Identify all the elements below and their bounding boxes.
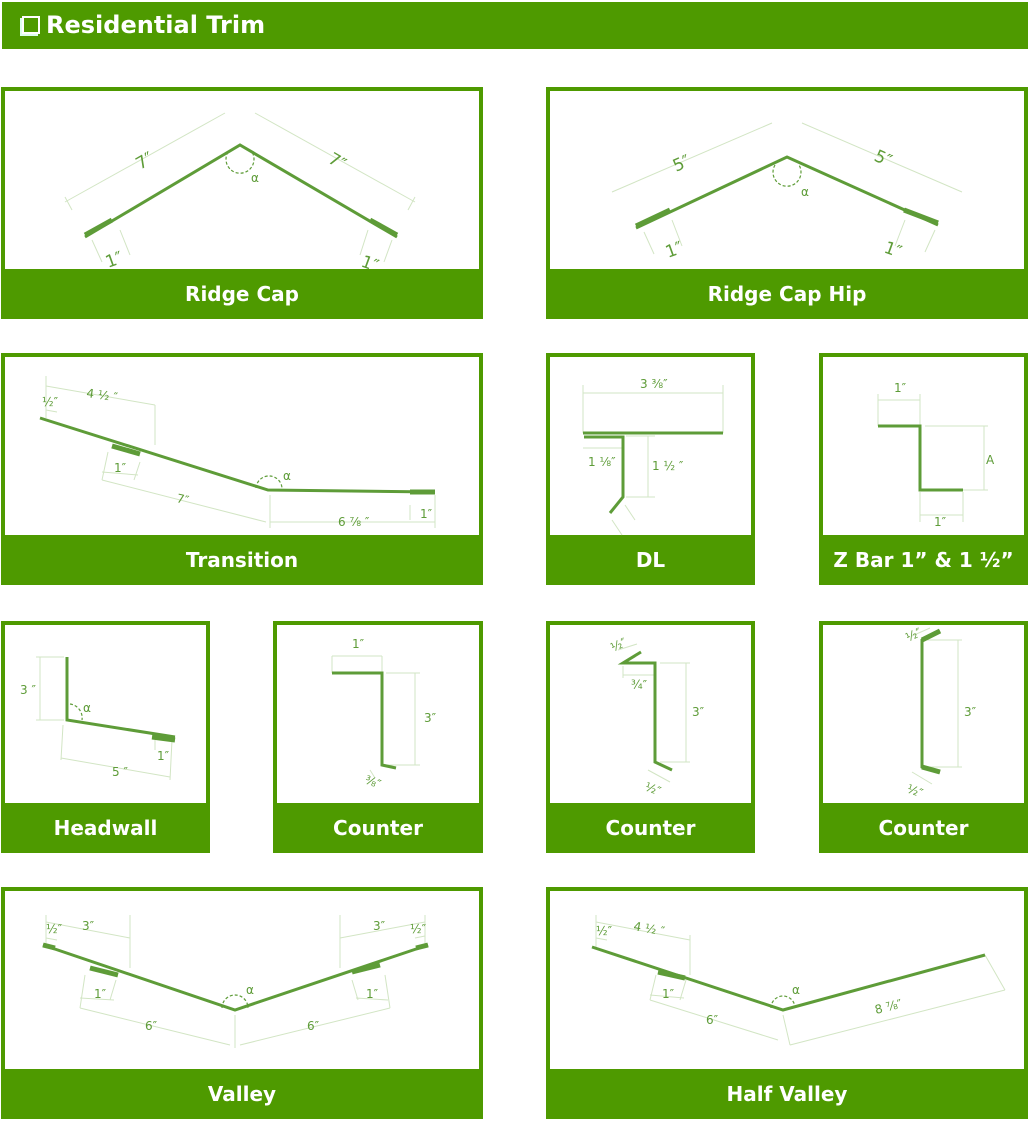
- card-label: DL: [546, 535, 755, 585]
- card-valley[interactable]: Valley: [1, 887, 483, 1119]
- card-label: Counter: [819, 803, 1028, 853]
- section-title: Residential Trim: [46, 11, 266, 39]
- card-label: Counter: [273, 803, 483, 853]
- card-counter-3[interactable]: Counter: [819, 621, 1028, 853]
- card-label: Z Bar 1” & 1 ½”: [819, 535, 1028, 585]
- section-header: Residential Trim: [2, 2, 1028, 49]
- card-counter-1[interactable]: Counter: [273, 621, 483, 853]
- card-half-valley[interactable]: Half Valley: [546, 887, 1028, 1119]
- card-transition[interactable]: Transition: [1, 353, 483, 585]
- checkbox-icon: [22, 16, 40, 34]
- card-label: Headwall: [1, 803, 210, 853]
- card-ridge-cap-hip[interactable]: Ridge Cap Hip: [546, 87, 1028, 319]
- card-label: Valley: [1, 1069, 483, 1119]
- card-z-bar[interactable]: Z Bar 1” & 1 ½”: [819, 353, 1028, 585]
- card-headwall[interactable]: Headwall: [1, 621, 210, 853]
- card-label: Counter: [546, 803, 755, 853]
- card-label: Half Valley: [546, 1069, 1028, 1119]
- card-counter-2[interactable]: Counter: [546, 621, 755, 853]
- card-label: Ridge Cap Hip: [546, 269, 1028, 319]
- card-dl[interactable]: DL: [546, 353, 755, 585]
- card-label: Transition: [1, 535, 483, 585]
- card-ridge-cap[interactable]: Ridge Cap: [1, 87, 483, 319]
- card-label: Ridge Cap: [1, 269, 483, 319]
